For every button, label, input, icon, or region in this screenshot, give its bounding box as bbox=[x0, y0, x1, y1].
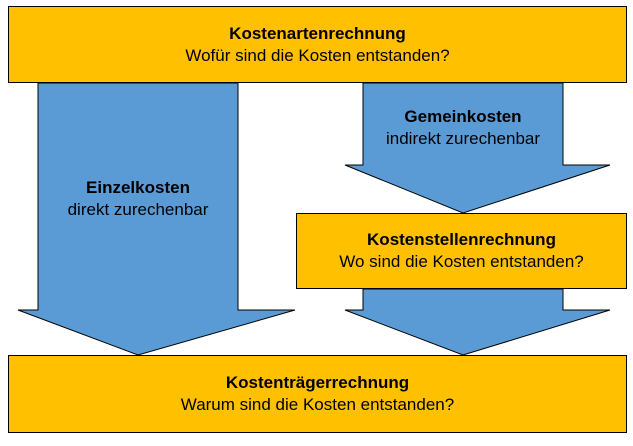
arrow-subtitle: direkt zurechenbar bbox=[67, 200, 209, 219]
box-kostenstellenrechnung: Kostenstellenrechnung Wo sind die Kosten… bbox=[296, 213, 627, 289]
box-title: Kostenartenrechnung bbox=[229, 23, 406, 43]
box-title: Kostenstellenrechnung bbox=[367, 230, 556, 249]
label-einzelkosten: Einzelkosten direkt zurechenbar bbox=[38, 175, 238, 223]
box-title: Kostenträgerrechnung bbox=[225, 373, 410, 392]
box-subtitle: Wofür sind die Kosten entstanden? bbox=[185, 45, 450, 65]
box-kostenartenrechnung: Kostenartenrechnung Wofür sind die Koste… bbox=[8, 6, 627, 83]
arrow-subtitle: indirekt zurechenbar bbox=[385, 129, 541, 148]
arrow-to-kostentraeger bbox=[344, 288, 611, 356]
arrow-einzelkosten bbox=[17, 82, 296, 356]
arrow-title: Gemeinkosten bbox=[404, 107, 522, 126]
arrow-title: Einzelkosten bbox=[86, 178, 190, 197]
arrow-gemeinkosten bbox=[344, 82, 611, 214]
box-kostentraegerrechnung: Kostenträgerrechnung Warum sind die Kost… bbox=[8, 355, 627, 433]
box-subtitle: Wo sind die Kosten entstanden? bbox=[339, 252, 584, 271]
label-gemeinkosten: Gemeinkosten indirekt zurechenbar bbox=[363, 104, 563, 152]
box-subtitle: Warum sind die Kosten entstanden? bbox=[180, 395, 455, 414]
